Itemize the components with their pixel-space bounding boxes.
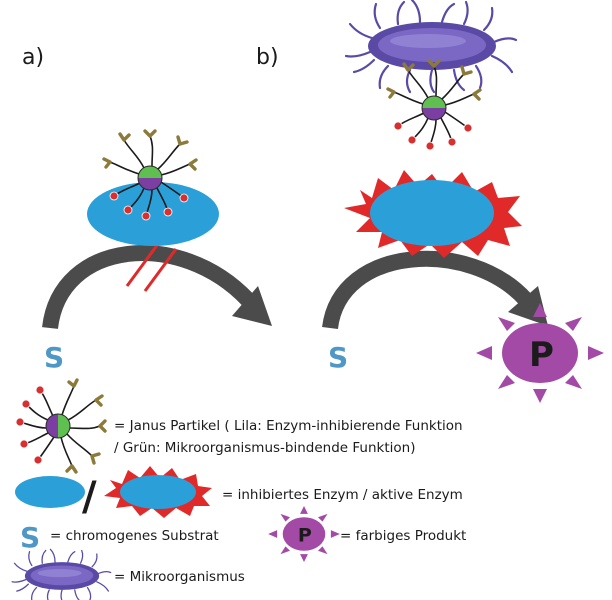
colored-product: P bbox=[476, 303, 604, 403]
legend-product-letter: P bbox=[298, 524, 312, 546]
panel-b-reaction-arrow bbox=[322, 250, 548, 330]
legend-microorganism-text: = Mikroorganismus bbox=[114, 569, 245, 585]
legend-enzyme-text: = inhibiertes Enzym / aktive Enzym bbox=[222, 487, 463, 503]
inhibited-enzyme bbox=[87, 182, 219, 246]
panel-a-reaction-arrow bbox=[42, 245, 272, 330]
panel-a-label: a) bbox=[22, 45, 44, 70]
janus-particle-bound-microorganism bbox=[386, 59, 482, 152]
panel-b-label: b) bbox=[256, 45, 279, 70]
legend-microorganism-icon bbox=[11, 548, 112, 600]
product-letter: P bbox=[529, 335, 554, 375]
legend-janus-text-line2: / Grün: Mikroorganismus-bindende Funktio… bbox=[114, 440, 415, 456]
legend-product-icon: P bbox=[268, 506, 340, 562]
legend-substrate-icon: S bbox=[20, 521, 40, 554]
inhibition-lines bbox=[125, 243, 178, 292]
legend-enzyme-separator: / bbox=[82, 474, 97, 520]
substrate-symbol-a: S bbox=[44, 341, 64, 374]
substrate-symbol-b: S bbox=[328, 341, 348, 374]
legend-inhibited-enzyme-icon bbox=[15, 476, 85, 508]
legend-active-enzyme-icon bbox=[104, 466, 212, 518]
legend-janus-text-line1: = Janus Partikel ( Lila: Enzym-inhibiere… bbox=[114, 418, 463, 434]
active-enzyme bbox=[344, 170, 522, 258]
microorganism bbox=[344, 0, 518, 94]
legend-product-text: = farbiges Produkt bbox=[340, 528, 466, 544]
legend-janus-particle-icon bbox=[14, 378, 107, 474]
legend-substrate-text: = chromogenes Substrat bbox=[50, 528, 219, 544]
